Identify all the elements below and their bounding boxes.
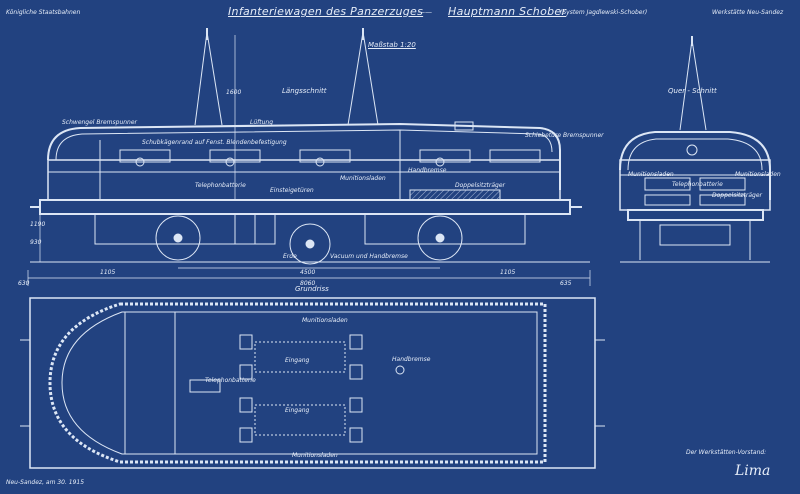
label-telephonbatterie: Telephonbatterie [195, 182, 246, 189]
label-schwengel: Schwengel Bremspunner [62, 119, 138, 126]
dim-end-right: 635 [560, 280, 572, 287]
plan-view [20, 297, 605, 469]
label-cross-munitionsladen: Munitionsladen [628, 171, 674, 178]
drawing-system: (System Jagdlewski-Schober) [560, 9, 648, 16]
drawing-author: Hauptmann Schober [448, 5, 567, 18]
dim-end-left: 630 [18, 280, 30, 287]
workshop-label: Werkstätte Neu-Sandez [712, 9, 784, 16]
label-plan-eingang-2: Eingang [285, 407, 310, 414]
label-cross-doppelsitz: Doppelsitzträger [712, 192, 763, 199]
longitudinal-section [27, 28, 591, 286]
dim-left-overhang: 1105 [100, 269, 116, 276]
dim-wheelbase: 4500 [300, 269, 316, 276]
drawing-title: Infanteriewagen des Panzerzuges [228, 5, 424, 18]
dim-side-left: 1190 [30, 221, 46, 228]
label-plan-munitionsladen-bottom: Munitionsladen [292, 452, 338, 459]
signature: Lima [735, 463, 771, 479]
view-longitudinal: Längsschnitt [282, 87, 327, 95]
view-plan: Grundriss [295, 285, 329, 293]
cross-section [619, 36, 771, 263]
dim-right-overhang: 1105 [500, 269, 516, 276]
label-plan-telephonbatterie: Telephonbatterie [205, 377, 256, 384]
label-schiebetuere: Schiebetüre Bremspunner [525, 132, 604, 139]
label-scheibe: Schubkägenrand auf Fenst. Blendenbefesti… [142, 139, 287, 146]
dim-height-total: 1600 [226, 89, 242, 96]
label-cross-munitionsladen-2: Munitionsladen [735, 171, 781, 178]
label-vacuum: Vacuum und Handbremse [330, 253, 408, 260]
place-date: Neu-Sandez, am 30. 1915 [6, 479, 85, 486]
signature-title: Der Werkstätten-Vorstand: [686, 449, 767, 456]
label-lueftung: Lüftung [250, 119, 274, 126]
label-plan-munitionsladen-top: Munitionsladen [302, 317, 348, 324]
label-munitionsladen: Munitionsladen [340, 175, 386, 182]
label-einsteigetuere: Einsteigetüren [270, 187, 314, 194]
label-erde: Erde [283, 253, 297, 260]
title-dash: —— [418, 8, 432, 16]
dim-total-length: 8060 [300, 280, 316, 287]
label-plan-handbremse: Handbremse [392, 356, 431, 363]
label-doppelsitz: Doppelsitzträger [455, 182, 506, 189]
railway-label: Königliche Staatsbahnen [6, 9, 81, 16]
label-handbremse: Handbremse [408, 167, 447, 174]
label-plan-eingang-1: Eingang [285, 357, 310, 364]
scale-label: Maßstab 1:20 [368, 41, 416, 49]
view-cross: Quer - Schnitt [668, 87, 717, 95]
dim-side-left-low: 930 [30, 239, 42, 246]
label-cross-telephonbatterie: Telephonbatterie [672, 181, 723, 188]
